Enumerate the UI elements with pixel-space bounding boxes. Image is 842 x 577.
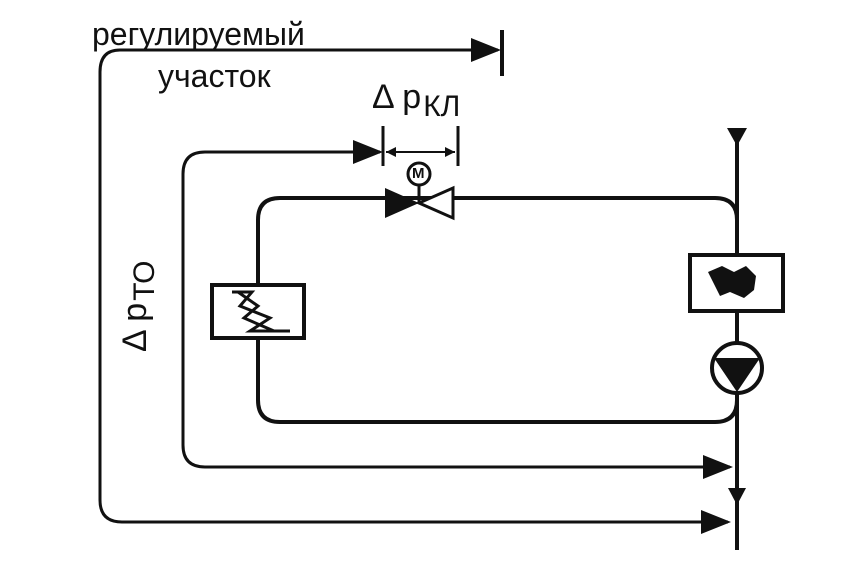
valve-pressure-dimension: [381, 126, 460, 166]
heat-exchanger-supply-pipe: [256, 196, 739, 285]
heat-dp-symbol: Δ р: [116, 302, 154, 352]
motor-letter: М: [412, 165, 425, 182]
flow-sensor-icon: [688, 253, 785, 313]
circulation-pump-icon: [710, 341, 764, 395]
valve-dp-subscript: КЛ: [423, 90, 461, 123]
heat-exchanger-return-pipe: [256, 338, 739, 424]
heat-dp-subscript: ТО: [128, 260, 161, 301]
return-arrow-down: [728, 488, 746, 505]
valve-pressure-drop-label: Δ рКЛ: [372, 78, 460, 122]
supply-arrow-top: [727, 128, 747, 146]
heat-exchanger-icon: [210, 283, 306, 340]
heat-exchanger-pressure-bracket: [181, 150, 733, 479]
motor-actuator-icon: [406, 161, 432, 187]
regulated-section-bracket: [98, 48, 731, 534]
regulated-section-label-line1: регулируемый: [92, 16, 305, 52]
control-valve-icon: [385, 185, 455, 221]
valve-dp-symbol: Δ р: [372, 78, 422, 116]
regulated-section-label-line2: участок: [158, 58, 271, 94]
main-supply-line: [727, 128, 747, 550]
